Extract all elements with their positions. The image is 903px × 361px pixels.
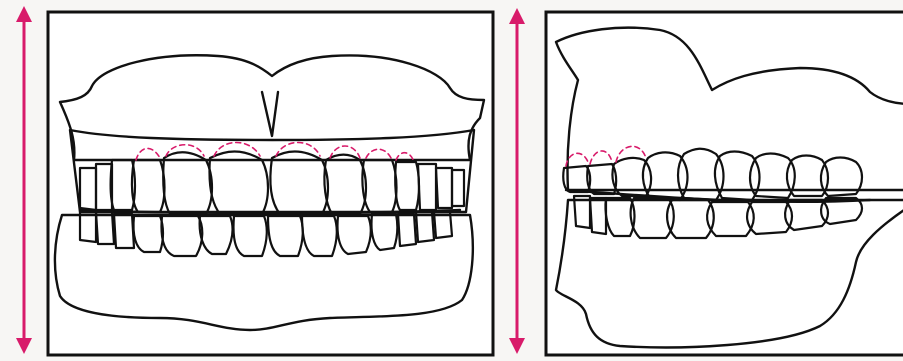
lateral-view-panel: [546, 12, 903, 355]
right-height-arrow: [509, 8, 525, 354]
left-height-arrow: [16, 6, 32, 354]
lateral-panel-frame: [546, 12, 903, 355]
frontal-view-panel: [48, 12, 493, 355]
